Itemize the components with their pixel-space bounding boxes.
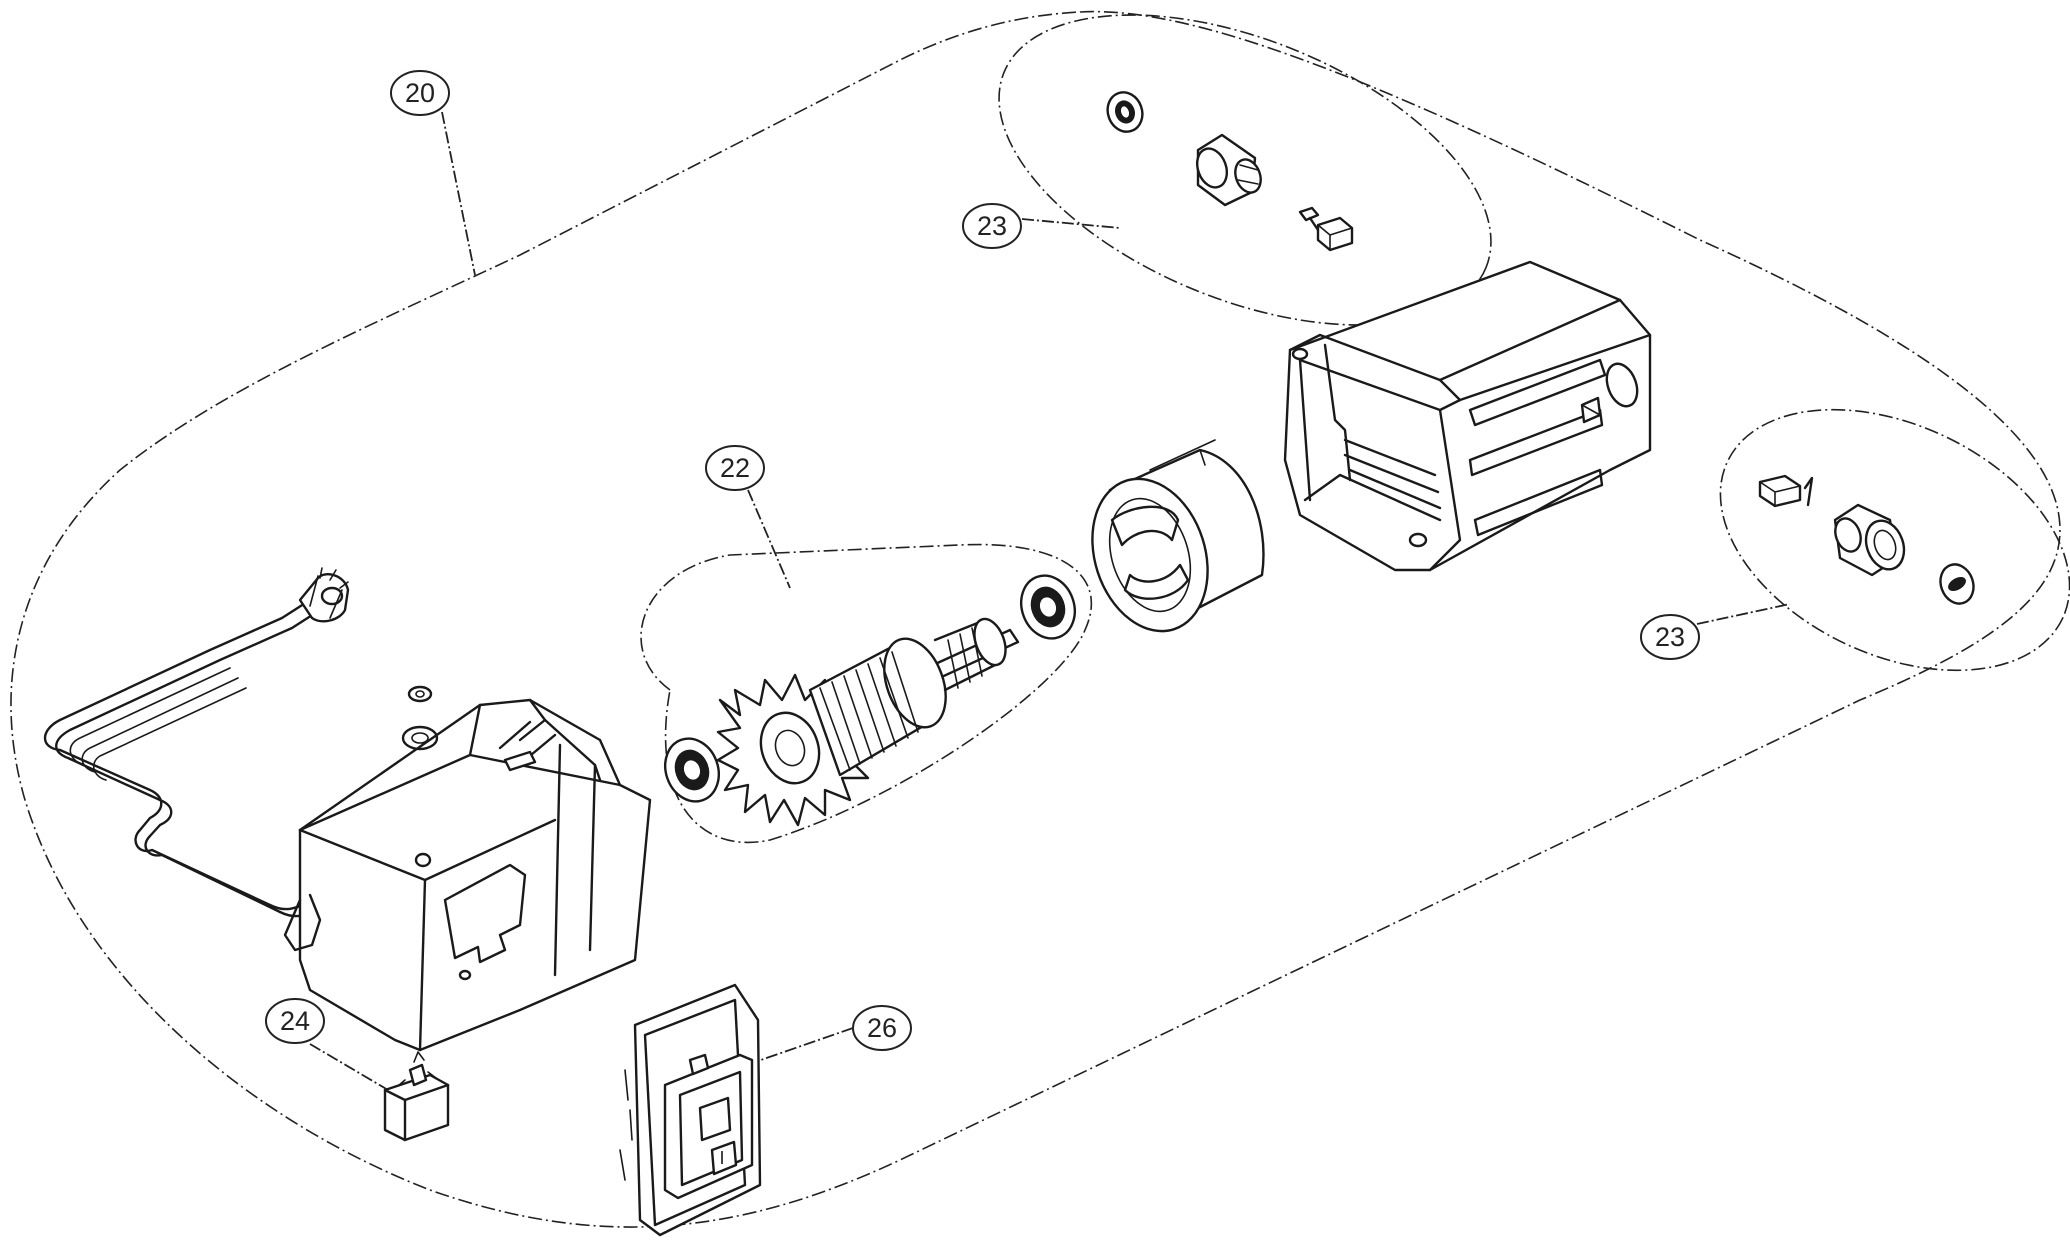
small-washer	[407, 685, 433, 703]
assembly-outline-20	[10, 10, 2061, 1228]
group-outline-brush-set-right	[1719, 408, 2070, 672]
leader-23-top	[1021, 218, 1121, 229]
armature-core	[808, 617, 1007, 777]
callout-label-23-top: 23	[977, 211, 1007, 241]
motor-housing	[1283, 260, 1652, 572]
bearing-left	[664, 737, 720, 803]
callout-22: 22	[705, 445, 765, 491]
rear-motor-cover	[283, 698, 652, 1052]
leader-20	[441, 111, 476, 276]
callout-24: 24	[265, 998, 325, 1044]
callout-label-23-right: 23	[1655, 622, 1685, 652]
power-plug	[298, 567, 350, 623]
switch-assembly: I	[619, 983, 762, 1237]
o-ring	[401, 725, 439, 751]
group-outline-armature	[640, 543, 1092, 844]
leader-26	[754, 1027, 854, 1063]
callout-23-right: 23	[1640, 614, 1700, 660]
brush-holder-right	[1833, 503, 1906, 577]
brush-cap-top	[1106, 91, 1144, 133]
callout-23-top: 23	[962, 203, 1022, 249]
leader-23-right	[1696, 603, 1791, 625]
callout-label-22: 22	[720, 453, 750, 483]
capacitor-component	[383, 1051, 450, 1142]
brush-cap-right	[1939, 563, 1975, 605]
callout-label-20: 20	[405, 78, 435, 108]
carbon-brush-top	[1298, 206, 1354, 252]
callout-26: 26	[852, 1005, 912, 1051]
callout-20: 20	[390, 70, 450, 116]
group-outline-brush-set-top	[998, 14, 1492, 326]
callout-label-24: 24	[280, 1006, 310, 1036]
carbon-brush-right	[1758, 474, 1814, 508]
leader-22	[747, 489, 791, 589]
bearing-right	[1020, 574, 1076, 640]
switch-on-marking: I	[719, 1148, 724, 1168]
brush-holder-top	[1195, 133, 1262, 207]
stator	[1091, 439, 1265, 633]
callout-label-26: 26	[867, 1013, 897, 1043]
